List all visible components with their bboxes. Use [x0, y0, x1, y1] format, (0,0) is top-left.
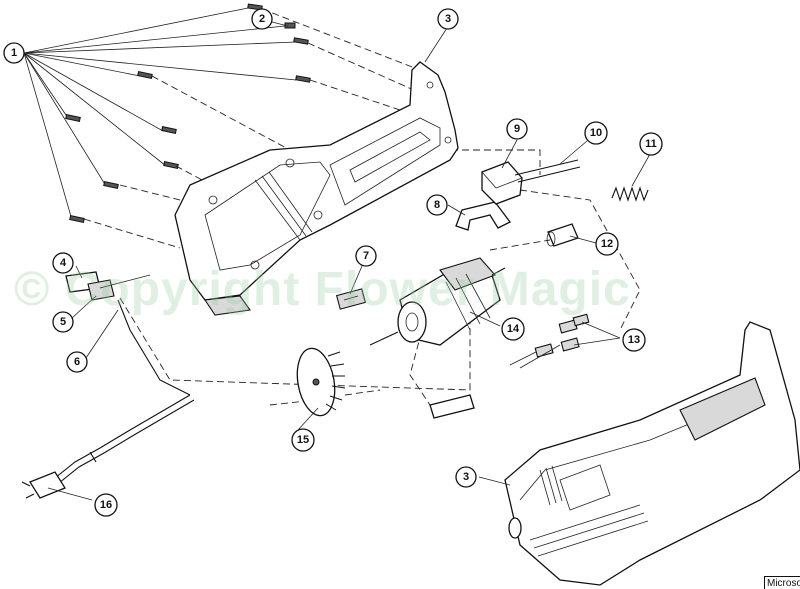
callout-11: 11	[639, 132, 663, 156]
callout-10: 10	[584, 121, 608, 145]
spring	[611, 186, 649, 202]
callout-4-label: 4	[60, 257, 67, 269]
brush-bracket	[455, 201, 511, 231]
callout-14: 14	[501, 317, 525, 341]
callout-16-label: 16	[100, 499, 112, 511]
callout-leaders	[47, 21, 651, 501]
pins	[514, 159, 581, 183]
callout-6-label: 6	[74, 356, 80, 368]
callout-6: 6	[66, 351, 88, 373]
callout-8: 8	[426, 194, 448, 216]
callout-11-label: 11	[645, 138, 657, 150]
callout-1-label: 1	[11, 47, 17, 59]
housing-half-upper	[174, 61, 459, 316]
callout-2-label: 2	[259, 13, 265, 25]
block-part	[481, 161, 523, 205]
callout-15: 15	[291, 428, 315, 452]
callout-13: 13	[622, 328, 646, 352]
callout-2: 2	[251, 8, 273, 30]
callout-3-lower: 3	[455, 466, 477, 488]
callout-4: 4	[52, 252, 74, 274]
callout-3-lower-label: 3	[463, 471, 469, 483]
callout-7: 7	[355, 245, 377, 267]
callout-1: 1	[3, 42, 25, 64]
power-cord	[21, 299, 195, 499]
callout-14-label: 14	[507, 323, 520, 335]
callout-10-label: 10	[590, 127, 602, 139]
callout-9: 9	[506, 118, 528, 140]
callout-9-label: 9	[514, 123, 520, 135]
callout-12-label: 12	[601, 238, 613, 250]
callout-8-label: 8	[434, 199, 440, 211]
housing-half-lower	[504, 321, 800, 586]
callout-3-upper: 3	[437, 8, 459, 30]
callout-12: 12	[595, 232, 619, 256]
callout-5: 5	[52, 311, 74, 333]
callout-3-upper-label: 3	[445, 13, 451, 25]
callout-15-label: 15	[297, 434, 309, 446]
switch-parts	[65, 271, 151, 301]
cooling-fan	[296, 347, 346, 417]
corner-clipped-text: Microso	[764, 576, 800, 589]
motor-armature	[369, 257, 506, 419]
callout-16: 16	[94, 493, 118, 517]
sleeve	[546, 223, 579, 247]
leader-lines-screws	[23, 7, 297, 221]
callout-5-label: 5	[60, 316, 66, 328]
callout-7-label: 7	[363, 250, 369, 262]
screws	[65, 3, 311, 224]
terminal-block	[335, 288, 367, 310]
watermark: © Copyright Flower Magic	[14, 263, 631, 316]
callout-13-label: 13	[628, 334, 640, 346]
